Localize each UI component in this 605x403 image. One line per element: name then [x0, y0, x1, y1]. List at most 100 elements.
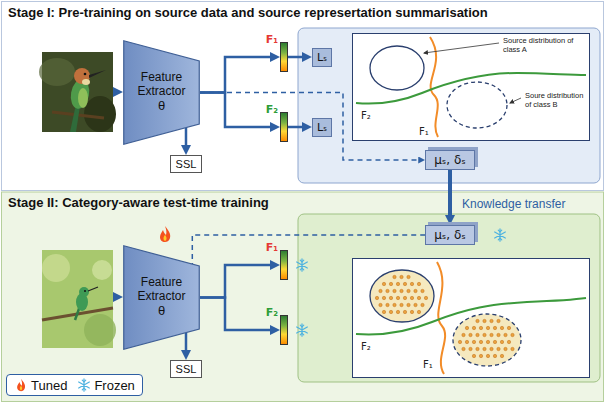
target-sample-dot: [507, 326, 510, 329]
statistics-box: μₛ, δₛ: [425, 225, 475, 245]
connector-arrow: [200, 93, 422, 161]
loss-box: Lₛ: [312, 118, 332, 137]
target-sample-dot: [403, 310, 406, 313]
target-sample-dot: [396, 310, 399, 313]
source-bird-photo: [74, 68, 90, 84]
target-sample-dot: [469, 333, 472, 336]
connector-arrow: [288, 56, 307, 59]
target-sample-dot: [410, 310, 413, 313]
stage-frame: [2, 2, 604, 191]
frozen-icon: [297, 259, 308, 271]
input-arrow: [113, 92, 118, 297]
target-bird-photo: [42, 254, 70, 282]
target-sample-dot: [417, 282, 420, 285]
target-sample-dot: [393, 303, 396, 306]
target-sample-dot: [389, 310, 392, 313]
module-name: Feature Extractor: [131, 71, 193, 99]
parameter-symbol: θ: [131, 304, 193, 319]
target-sample-dot: [414, 303, 417, 306]
target-feature-space: [356, 298, 586, 335]
connector-arrow: [288, 126, 307, 129]
source-bird-photo: [39, 58, 75, 86]
target-sample-dot: [476, 319, 479, 322]
target-feature-space: [356, 262, 586, 374]
legend-icon: [17, 379, 25, 391]
target-sample-dot: [472, 326, 475, 329]
target-sample-dot: [396, 296, 399, 299]
target-sample-dot: [500, 354, 503, 357]
connector-arrow: [448, 170, 452, 220]
target-sample-dot: [403, 296, 406, 299]
target-sample-dot: [462, 333, 465, 336]
connector-arrow: [200, 93, 275, 128]
legend-text: Tuned: [31, 378, 67, 393]
stage-title: Stage II: Category-aware test-time train…: [8, 195, 269, 210]
target-sample-dot: [500, 326, 503, 329]
connector-arrow: [200, 298, 275, 331]
stage-panel: Stage II: Category-aware test-time train…: [2, 192, 603, 401]
target-sample-dot: [479, 354, 482, 357]
target-sample-dot: [479, 340, 482, 343]
target-sample-dot: [382, 282, 385, 285]
ssl-box: SSL: [170, 155, 203, 173]
target-sample-dot: [497, 333, 500, 336]
source-bird-photo: [82, 79, 90, 85]
classifier-head: F₂: [280, 112, 288, 142]
target-sample-dot: [511, 347, 514, 350]
target-sample-dot: [379, 303, 382, 306]
classifier-label: F₂: [266, 306, 278, 319]
inner-panel: [352, 258, 590, 378]
target-bird-photo: [79, 287, 89, 297]
target-sample-dot: [493, 354, 496, 357]
target-sample-dot: [483, 319, 486, 322]
loss-box: Lₛ: [312, 48, 332, 67]
feature-space-annotation: F₂: [361, 341, 371, 353]
connector-arrow: [185, 333, 188, 355]
target-sample-dot: [479, 326, 482, 329]
stage-frame: [2, 192, 604, 402]
target-bird-photo: [84, 314, 116, 346]
parameter-symbol: θ: [131, 99, 193, 114]
legend-icon: [79, 379, 90, 391]
target-sample-dot: [400, 275, 403, 278]
target-sample-dot: [504, 333, 507, 336]
target-sample-dot: [400, 289, 403, 292]
target-sample-dot: [462, 347, 465, 350]
feature-space-annotation: F₁: [423, 359, 433, 371]
target-sample-dot: [504, 347, 507, 350]
box-label: SSL: [176, 363, 197, 375]
target-sample-dot: [379, 289, 382, 292]
target-sample-dot: [486, 326, 489, 329]
feature-extractor: Feature Extractorθ: [123, 245, 200, 350]
box-label: μₛ, δₛ: [434, 228, 466, 242]
target-sample-dot: [393, 289, 396, 292]
source-feature-space: [424, 43, 499, 53]
target-sample-dot: [375, 296, 378, 299]
legend: Tuned Frozen: [6, 374, 143, 396]
target-feature-space: [453, 314, 521, 366]
source-bird-photo: [78, 88, 88, 108]
target-sample-dot: [497, 347, 500, 350]
trapezoid-shape: [124, 246, 200, 350]
feature-extractor: Feature Extractorθ: [123, 40, 200, 145]
target-sample-dot: [407, 303, 410, 306]
target-sample-dot: [382, 310, 385, 313]
classifier-head: F₁: [280, 250, 288, 280]
tuned-icon: [160, 226, 170, 242]
stage-title: Stage I: Pre-training on source data and…: [8, 5, 488, 20]
target-sample-dot: [486, 340, 489, 343]
target-sample-dot: [469, 347, 472, 350]
connector-arrow: [200, 57, 275, 93]
classifier-label: F₂: [266, 103, 278, 116]
target-bird-photo: [42, 250, 116, 348]
edge-label: Knowledge transfer: [460, 197, 567, 211]
legend-text: Frozen: [94, 378, 134, 393]
feature-space-box: Source distribution of class ASoure dist…: [352, 33, 590, 141]
inner-panel: [298, 28, 600, 382]
target-sample-dot: [410, 296, 413, 299]
statistics-box: μₛ, δₛ: [425, 150, 475, 170]
target-sample-dot: [393, 275, 396, 278]
target-sample-dot: [493, 340, 496, 343]
feature-space-annotation: F₁: [419, 126, 429, 138]
